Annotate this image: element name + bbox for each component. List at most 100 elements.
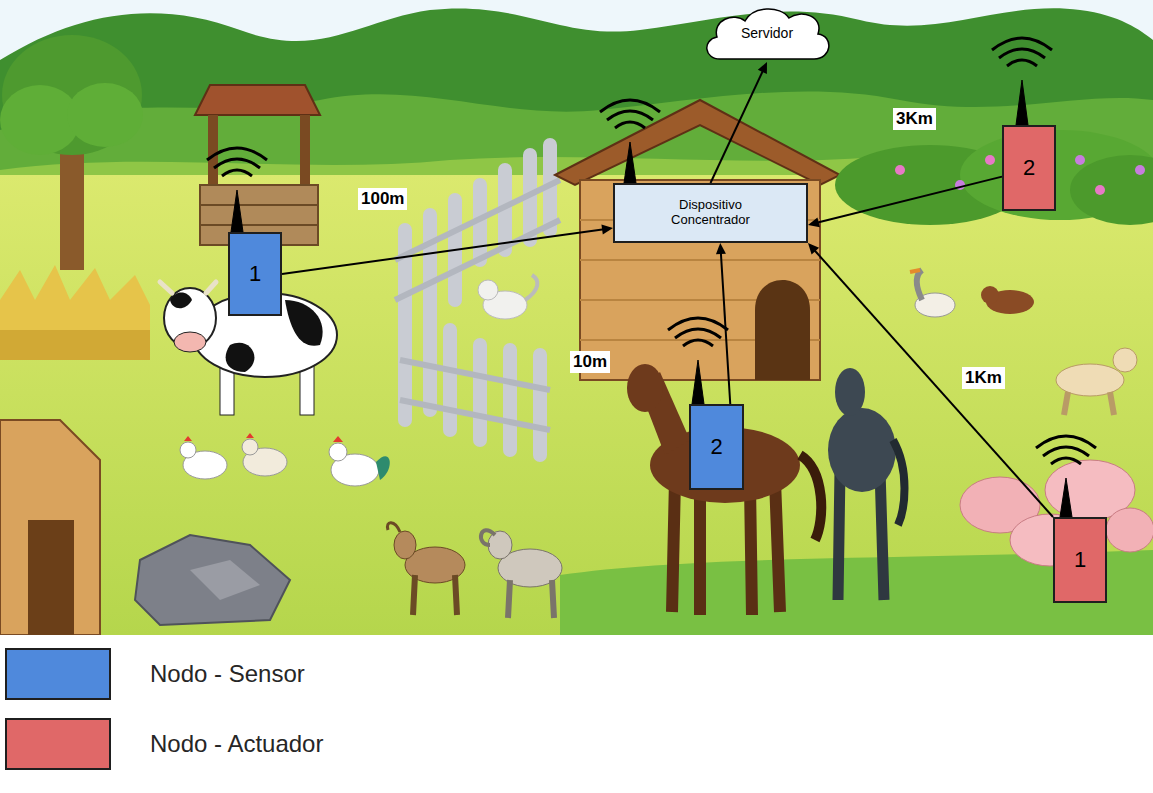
actuator-node: 2 bbox=[1002, 125, 1056, 211]
antennas-part bbox=[231, 190, 243, 232]
link-arrow bbox=[817, 177, 1002, 223]
antennas-part bbox=[1036, 436, 1096, 464]
cloud-path bbox=[707, 9, 829, 59]
chickens-part bbox=[376, 456, 390, 480]
fence bbox=[395, 145, 560, 455]
well-part bbox=[200, 205, 318, 225]
small-barn bbox=[0, 420, 100, 635]
hay-part bbox=[0, 265, 150, 360]
node-text: Dispositivo Concentrador bbox=[656, 198, 766, 228]
distance-label: 10m bbox=[570, 351, 610, 373]
dog-part bbox=[1056, 364, 1124, 396]
antennas-part bbox=[992, 38, 1052, 66]
legend-swatch bbox=[5, 648, 111, 700]
farm-illustration bbox=[0, 0, 1153, 635]
chickens-part bbox=[180, 442, 196, 458]
node-text: Servidor bbox=[741, 25, 793, 41]
well-part bbox=[195, 85, 320, 115]
doghouse bbox=[555, 100, 840, 380]
ground-part bbox=[0, 175, 1153, 635]
legend-swatch bbox=[5, 718, 111, 770]
cow-part bbox=[226, 343, 255, 372]
antennas-part bbox=[207, 148, 267, 176]
antennas-part bbox=[668, 318, 728, 346]
node-text: 2 bbox=[710, 434, 722, 459]
flower-bush-part bbox=[1075, 155, 1085, 165]
dark-horse bbox=[828, 368, 905, 600]
flower-bush-part bbox=[1095, 185, 1105, 195]
tree-part bbox=[60, 140, 84, 270]
flower-bush-part bbox=[985, 155, 995, 165]
legend-text: Nodo - Actuador bbox=[150, 730, 323, 758]
cow-part bbox=[174, 332, 206, 352]
pigs-part bbox=[1106, 508, 1153, 552]
fence-part bbox=[400, 360, 550, 430]
dog-part bbox=[1113, 348, 1137, 372]
goose bbox=[910, 270, 955, 317]
goose-part bbox=[910, 270, 920, 272]
hub-box: Dispositivo Concentrador bbox=[613, 183, 808, 243]
antennas-part bbox=[624, 142, 636, 183]
dark-horse-part bbox=[828, 408, 896, 492]
brown-horse bbox=[627, 364, 821, 615]
flower-bush-part bbox=[1070, 155, 1153, 225]
dark-horse-part bbox=[893, 440, 905, 525]
brown-horse-part bbox=[800, 455, 821, 540]
dog-part bbox=[1064, 392, 1114, 415]
distance-label: 100m bbox=[358, 188, 407, 210]
antennas bbox=[207, 38, 1096, 517]
distance-label: 1Km bbox=[962, 367, 1005, 389]
flower-bush-part bbox=[895, 165, 905, 175]
link-arrow bbox=[814, 250, 1053, 517]
cat-part bbox=[478, 280, 498, 300]
legend-text: Nodo - Sensor bbox=[150, 660, 305, 688]
flower-bush bbox=[835, 130, 1153, 225]
antennas-part bbox=[1060, 478, 1072, 517]
well-part bbox=[300, 115, 310, 195]
sensor-node: 2 bbox=[689, 404, 744, 490]
distance-label: 3Km bbox=[893, 108, 936, 130]
antennas-part bbox=[1016, 80, 1028, 125]
cat-part bbox=[525, 275, 537, 300]
flower-bush-part bbox=[1135, 165, 1145, 175]
dog bbox=[1056, 348, 1137, 415]
tree bbox=[0, 35, 143, 270]
antennas-part bbox=[692, 360, 704, 404]
small-barn-part bbox=[28, 520, 74, 635]
rocks-part bbox=[135, 535, 290, 625]
chickens-part bbox=[329, 443, 347, 461]
small-barn-part bbox=[0, 420, 100, 635]
chickens-part bbox=[184, 436, 192, 441]
antennas-part bbox=[600, 100, 660, 128]
arrow-head bbox=[758, 62, 767, 74]
sky bbox=[0, 0, 1153, 635]
sky-part bbox=[0, 0, 1153, 635]
actuator-node: 1 bbox=[1053, 517, 1107, 603]
node-text: 2 bbox=[1023, 155, 1035, 180]
arrow-head bbox=[716, 243, 726, 254]
hay bbox=[0, 265, 150, 360]
goats-part bbox=[488, 531, 512, 559]
sensor-node: 1 bbox=[228, 232, 282, 316]
link-arrow bbox=[282, 229, 604, 274]
dark-horse-part bbox=[835, 368, 865, 416]
arrow-head bbox=[808, 217, 820, 227]
goats-part bbox=[481, 530, 495, 545]
brown-horse-part bbox=[627, 364, 663, 412]
link-arrow bbox=[711, 70, 764, 183]
fence-part bbox=[395, 180, 560, 300]
goats bbox=[387, 523, 562, 618]
brown-animal bbox=[981, 286, 1034, 314]
node-text: 1 bbox=[1074, 547, 1086, 572]
doghouse-part bbox=[580, 180, 820, 380]
rocks-part bbox=[190, 560, 260, 600]
tree-part bbox=[67, 83, 143, 147]
rocks bbox=[135, 535, 290, 625]
cow-part bbox=[160, 282, 216, 293]
arrow-head bbox=[601, 225, 613, 235]
cat bbox=[478, 275, 537, 319]
doghouse-part bbox=[555, 100, 840, 185]
chickens-part bbox=[246, 433, 254, 438]
link-arrow bbox=[721, 252, 730, 404]
